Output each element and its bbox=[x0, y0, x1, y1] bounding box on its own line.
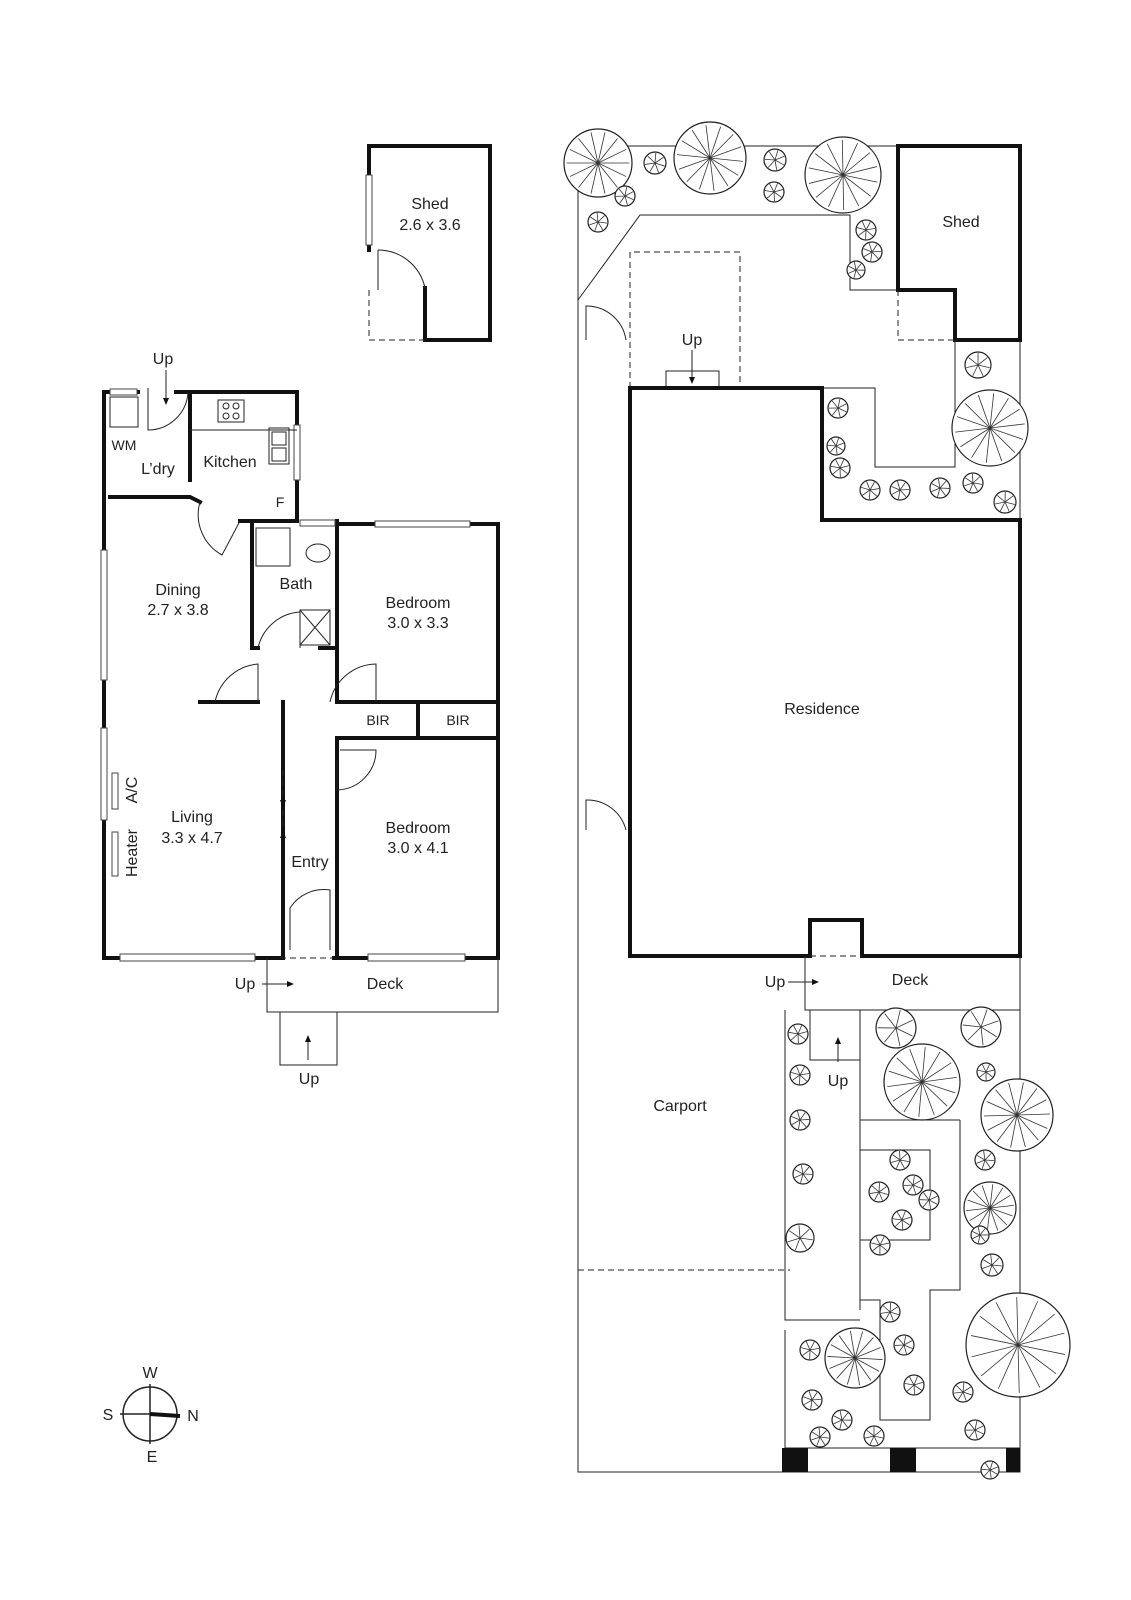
tree-icon bbox=[902, 1174, 924, 1196]
tree-icon bbox=[889, 1149, 911, 1171]
tree-icon bbox=[918, 1189, 940, 1211]
tree-icon bbox=[826, 436, 846, 456]
tree-icon bbox=[789, 1064, 811, 1086]
site-up-label-top: Up bbox=[682, 332, 703, 349]
bedroom2-dims: 3.0 x 4.1 bbox=[387, 840, 448, 857]
tree-icon bbox=[974, 1149, 996, 1171]
tree-icon bbox=[787, 1023, 809, 1045]
heater-label: Heater bbox=[124, 828, 141, 877]
residence-label: Residence bbox=[784, 701, 860, 718]
wm-label: WM bbox=[112, 437, 137, 453]
tree-icon bbox=[964, 1419, 986, 1441]
shed-label: Shed bbox=[411, 196, 448, 213]
tree-icon bbox=[614, 185, 636, 207]
shed-dims: 2.6 x 3.6 bbox=[399, 217, 460, 234]
kitchen-label: Kitchen bbox=[203, 454, 256, 471]
tree-icon bbox=[827, 397, 849, 419]
bedroom1-label: Bedroom bbox=[386, 595, 451, 612]
site-trees bbox=[563, 121, 1071, 1480]
tree-icon bbox=[964, 351, 992, 379]
tree-icon bbox=[929, 477, 951, 499]
compass: W S N E bbox=[103, 1365, 199, 1466]
tree-icon bbox=[903, 1374, 925, 1396]
tree-icon bbox=[883, 1043, 961, 1121]
dining-label: Dining bbox=[155, 582, 200, 599]
tree-icon bbox=[846, 260, 866, 280]
tree-icon bbox=[861, 241, 883, 263]
living-dims: 3.3 x 4.7 bbox=[161, 830, 222, 847]
tree-icon bbox=[976, 1062, 996, 1082]
tree-icon bbox=[763, 181, 785, 203]
tree-icon bbox=[792, 1163, 814, 1185]
compass-west: W bbox=[142, 1365, 158, 1382]
bedroom2-label: Bedroom bbox=[386, 820, 451, 837]
tree-icon bbox=[868, 1181, 890, 1203]
compass-north: N bbox=[187, 1408, 199, 1425]
tree-icon bbox=[965, 1292, 1071, 1398]
site-up-label-deck: Up bbox=[765, 974, 786, 991]
carport-label: Carport bbox=[653, 1098, 707, 1115]
tree-icon bbox=[891, 1209, 913, 1231]
siteplan: Shed Up Residence Up Deck Up bbox=[577, 144, 1022, 1473]
tree-icon bbox=[643, 151, 667, 175]
tree-icon bbox=[801, 1389, 823, 1411]
tree-icon bbox=[980, 1253, 1004, 1277]
tree-icon bbox=[963, 1181, 1017, 1235]
tree-icon bbox=[863, 1425, 885, 1447]
tree-icon bbox=[859, 479, 881, 501]
tree-icon bbox=[980, 1460, 1000, 1480]
tree-icon bbox=[763, 148, 787, 172]
tree-icon bbox=[980, 1078, 1054, 1152]
tree-icon bbox=[951, 389, 1029, 467]
dining-dims: 2.7 x 3.8 bbox=[147, 602, 208, 619]
site-shed-label: Shed bbox=[942, 214, 979, 231]
tree-icon bbox=[993, 490, 1017, 514]
up-label-deck-side: Up bbox=[235, 976, 256, 993]
up-label-laundry: Up bbox=[153, 351, 174, 368]
bir2-label: BIR bbox=[446, 712, 469, 728]
tree-icon bbox=[824, 1327, 886, 1389]
tree-icon bbox=[831, 1409, 853, 1431]
tree-icon bbox=[809, 1426, 831, 1448]
living-label: Living bbox=[171, 809, 213, 826]
tree-icon bbox=[960, 1006, 1002, 1048]
bir1-label: BIR bbox=[366, 712, 389, 728]
floorplan-shed: Shed 2.6 x 3.6 bbox=[365, 144, 492, 342]
tree-icon bbox=[875, 1007, 917, 1049]
tree-icon bbox=[855, 219, 877, 241]
tree-icon bbox=[804, 136, 882, 214]
laundry-label: L’dry bbox=[141, 461, 175, 478]
tree-icon bbox=[952, 1381, 974, 1403]
bath-label: Bath bbox=[280, 576, 313, 593]
tree-icon bbox=[563, 128, 633, 198]
tree-icon bbox=[673, 121, 747, 195]
compass-south: S bbox=[103, 1407, 114, 1424]
tree-icon bbox=[869, 1234, 891, 1256]
tree-icon bbox=[785, 1223, 815, 1253]
up-label-deck-front: Up bbox=[299, 1071, 320, 1088]
tree-icon bbox=[587, 211, 609, 233]
tree-icon bbox=[789, 1109, 811, 1131]
tree-icon bbox=[829, 457, 851, 479]
ac-label: A/C bbox=[124, 777, 141, 804]
deck-label: Deck bbox=[367, 976, 404, 993]
tree-icon bbox=[893, 1334, 915, 1356]
bedroom1-dims: 3.0 x 3.3 bbox=[387, 615, 448, 632]
tree-icon bbox=[970, 1225, 990, 1245]
site-deck-label: Deck bbox=[892, 972, 929, 989]
tree-icon bbox=[889, 479, 911, 501]
entry-label: Entry bbox=[291, 854, 328, 871]
tree-icon bbox=[799, 1339, 821, 1361]
site-up-label-path: Up bbox=[828, 1073, 849, 1090]
floorplan-deck: Up Deck Up bbox=[235, 957, 499, 1088]
fridge-label: F bbox=[276, 494, 285, 510]
compass-east: E bbox=[147, 1449, 158, 1466]
tree-icon bbox=[879, 1301, 901, 1323]
floorplan-house: Up WM L’dry Kitchen F Dining 2.7 x 3.8 B… bbox=[100, 351, 500, 962]
tree-icon bbox=[962, 472, 984, 494]
